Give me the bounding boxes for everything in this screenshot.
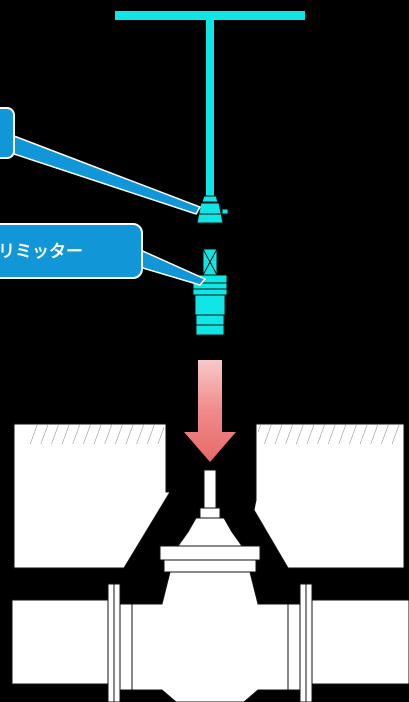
arrow-down-icon bbox=[184, 360, 236, 462]
callout-limiter-label: リミッター bbox=[0, 242, 83, 262]
callout-limiter: リミッター bbox=[0, 223, 207, 286]
key-crossbar bbox=[115, 11, 305, 20]
gate-valve bbox=[11, 469, 409, 702]
valve-box-right bbox=[253, 423, 405, 569]
valve-box-left bbox=[13, 423, 171, 569]
pipe-left bbox=[11, 599, 109, 685]
valve-stem bbox=[203, 469, 217, 509]
callout-top bbox=[0, 107, 202, 215]
t-handle-key bbox=[115, 11, 305, 196]
key-shaft bbox=[206, 20, 214, 196]
pipe-right bbox=[311, 599, 409, 685]
torque-limiter bbox=[192, 248, 228, 336]
